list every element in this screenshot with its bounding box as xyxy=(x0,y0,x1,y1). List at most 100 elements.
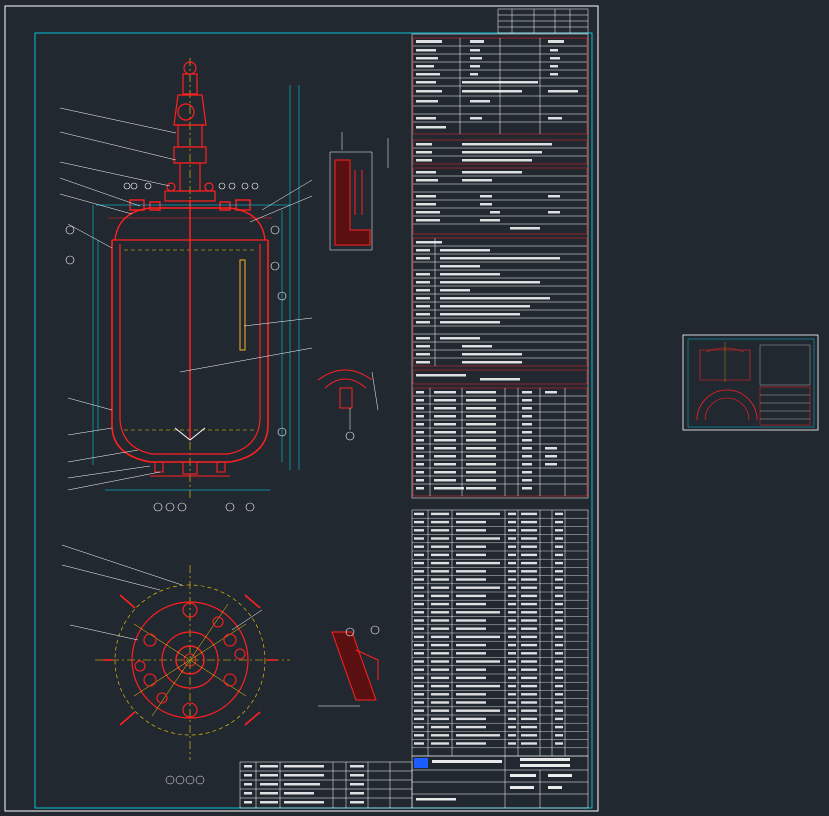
parts-list-cell-mark xyxy=(456,660,500,663)
parts-list-cell-mark xyxy=(431,742,449,745)
parts-list-cell-mark xyxy=(456,734,500,737)
parts-list-cell-mark xyxy=(414,529,424,532)
parts-list-cell-mark xyxy=(521,717,537,721)
parts-list-cell-mark xyxy=(521,586,537,589)
nozzle-table-marks xyxy=(416,391,557,490)
parts-list-cell-mark xyxy=(555,635,563,639)
title-block-marks xyxy=(416,758,572,801)
parts-list-cell-mark xyxy=(555,578,563,581)
parts-list-cell-mark xyxy=(555,512,563,516)
parts-list-cell-mark xyxy=(521,520,537,524)
parts-list-cell-mark xyxy=(521,627,537,630)
parts-list-cell-mark xyxy=(456,717,486,721)
vessel-plan-view xyxy=(61,544,290,785)
parts-list-cell-mark xyxy=(431,520,449,524)
parts-list-cell-mark xyxy=(521,537,537,540)
parts-list-cell-mark xyxy=(431,701,449,704)
parts-list-cell-mark xyxy=(456,537,500,540)
parts-list-cell-mark xyxy=(521,693,537,696)
parts-list-cell-mark xyxy=(508,553,516,557)
parts-list-cell-mark xyxy=(508,570,516,573)
parts-list-cell-mark xyxy=(414,512,424,516)
baffle xyxy=(239,259,246,351)
parts-list-cell-mark xyxy=(508,627,516,630)
plan-lugs xyxy=(103,594,277,726)
parts-list-cell-mark xyxy=(414,701,424,704)
drawing-thumbnail[interactable] xyxy=(682,334,819,431)
bottom-nozzles xyxy=(150,461,230,477)
parts-list-cell-mark xyxy=(555,652,563,655)
parts-list-cell-mark xyxy=(414,709,424,712)
parts-list-cell-mark xyxy=(456,709,500,712)
parts-list-cell-mark xyxy=(456,594,486,598)
parts-list-cell-mark xyxy=(508,512,516,516)
parts-list-cell-mark xyxy=(508,520,516,524)
parts-list-cell-mark xyxy=(431,553,449,557)
table-text-marks xyxy=(416,40,578,381)
parts-list-cell-mark xyxy=(555,586,563,589)
parts-list-cell-mark xyxy=(414,676,424,680)
parts-list-cell-mark xyxy=(508,734,516,737)
parts-list-cell-mark xyxy=(456,742,486,745)
parts-list-cell-mark xyxy=(508,709,516,712)
parts-list-cell-mark xyxy=(521,602,537,606)
parts-list-cell-mark xyxy=(431,635,449,639)
parts-list-cell-mark xyxy=(456,701,486,704)
parts-list-cell-mark xyxy=(431,611,449,614)
parts-list-cell-mark xyxy=(521,570,537,573)
parts-list-cell-mark xyxy=(431,717,449,721)
plan-radials xyxy=(133,603,247,717)
parts-list-cell-mark xyxy=(456,693,486,696)
inner-border xyxy=(34,32,593,809)
parts-list-cell-mark xyxy=(555,553,563,557)
parts-list-cell-mark xyxy=(521,742,537,745)
parts-list-cell-mark xyxy=(414,545,424,548)
parts-list-cell-mark xyxy=(456,570,486,573)
parts-list-cell-mark xyxy=(456,684,500,688)
parts-list-cell-mark xyxy=(414,684,424,688)
parts-list-cell-mark xyxy=(431,709,449,712)
parts-list-cell-mark xyxy=(456,619,486,622)
parts-list-cell-mark xyxy=(431,561,449,565)
parts-list-cell-mark xyxy=(414,611,424,614)
plan-outer-ring xyxy=(131,601,249,719)
parts-list-cell-mark xyxy=(414,602,424,606)
company-logo xyxy=(414,758,428,768)
parts-list-cell-mark xyxy=(508,725,516,729)
detail-middle xyxy=(317,369,379,441)
parts-list-cell-mark xyxy=(431,668,449,671)
parts-list-cell-mark xyxy=(414,742,424,745)
parts-list-cell-mark xyxy=(521,619,537,622)
parts-list-cell-mark xyxy=(521,725,537,729)
parts-list-cell-mark xyxy=(555,594,563,598)
parts-list-cell-mark xyxy=(456,627,486,630)
parts-list-cell-mark xyxy=(431,684,449,688)
plan-center-core xyxy=(183,653,197,667)
parts-list-cell-mark xyxy=(431,529,449,532)
parts-list-cell-mark xyxy=(508,701,516,704)
parts-list-cell-mark xyxy=(555,570,563,573)
parts-list-cell-mark xyxy=(555,717,563,721)
parts-list-cell-mark xyxy=(508,660,516,663)
parts-list-cell-mark xyxy=(431,570,449,573)
parts-list-cell-mark xyxy=(555,619,563,622)
parts-list-cell-mark xyxy=(431,734,449,737)
parts-list-cell-mark xyxy=(508,652,516,655)
parts-list-cell-mark xyxy=(555,693,563,696)
parts-list-cell-mark xyxy=(555,668,563,671)
parts-list-cell-mark xyxy=(431,652,449,655)
parts-list-cell-mark xyxy=(414,561,424,565)
parts-list-cell-mark xyxy=(521,684,537,688)
vessel-elevation xyxy=(59,58,313,512)
parts-list-cell-mark xyxy=(508,529,516,532)
revision-block xyxy=(497,8,589,34)
parts-list-cell-mark xyxy=(508,717,516,721)
parts-list-cell-mark xyxy=(414,578,424,581)
parts-list-cell-mark xyxy=(456,611,500,614)
agitator-blade xyxy=(174,427,206,441)
parts-list-cell-mark xyxy=(414,660,424,663)
parts-list-cell-mark xyxy=(508,611,516,614)
parts-list-cell-mark xyxy=(431,537,449,540)
parts-list-cell-mark xyxy=(508,537,516,540)
parts-list-cell-mark xyxy=(521,701,537,704)
